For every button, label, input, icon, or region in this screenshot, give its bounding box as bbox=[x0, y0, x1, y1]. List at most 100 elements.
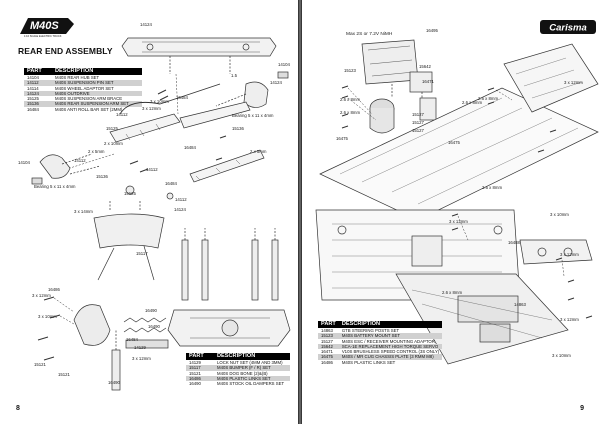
callout: 16490 bbox=[145, 308, 157, 313]
part-description: SCA-1E REPLACEMENT HIGH TORQUE SERVO bbox=[338, 343, 443, 350]
logo-text: Carisma bbox=[549, 22, 587, 33]
table-row: 14129 LOCK NUT SET (4MM AND 3MM) bbox=[186, 360, 290, 365]
callout: 16484 bbox=[184, 145, 196, 150]
callout: 14112 bbox=[74, 158, 86, 163]
part-number: 14129 bbox=[189, 360, 201, 365]
callout: 14104 bbox=[18, 160, 30, 165]
callout: 3 x 12mm bbox=[132, 356, 151, 361]
callout: 2.6 x 8mm bbox=[482, 185, 503, 190]
logo-text: M40S bbox=[30, 20, 59, 32]
callout: 2 x 10mm bbox=[104, 141, 123, 146]
callout: 14124 bbox=[270, 80, 282, 85]
section-title: REAR END ASSEMBLY bbox=[18, 46, 113, 56]
table-row: 14114 M40S WHEEL ADAPTOR SET bbox=[24, 86, 142, 91]
callout: 3 x 14mm bbox=[74, 209, 93, 214]
callout: 15136 bbox=[232, 126, 244, 131]
page-number: 8 bbox=[16, 405, 20, 412]
steering-chassis-diagram bbox=[315, 209, 593, 365]
callout: Bearing 5 x 11 x 4mm bbox=[232, 113, 274, 118]
callout: 15125 bbox=[106, 126, 118, 131]
part-description: M40S ESC / RECEIVER MOUNTING ADAPTOR bbox=[341, 338, 435, 344]
description-column-header: DESCRIPTION bbox=[52, 68, 142, 75]
callout: 3 x 12mm bbox=[142, 106, 161, 111]
callout: Bearing 5 x 11 x 4mm bbox=[34, 184, 76, 189]
callout: 15127 bbox=[412, 120, 424, 125]
callout: 16490 bbox=[108, 380, 120, 385]
callout: 16488 bbox=[508, 240, 520, 245]
callout: 14124 bbox=[174, 207, 186, 212]
binding-gutter bbox=[298, 0, 302, 424]
callout: 3 x 10mm bbox=[550, 212, 569, 217]
part-description: M40S REAR HUB SET bbox=[55, 75, 100, 80]
part-number: 14863 bbox=[321, 328, 333, 333]
m40s-logo: M40S 1:10 SCALE ELECTRIC TRUCK bbox=[20, 18, 74, 38]
callout: 15127 bbox=[412, 112, 424, 117]
callout: 15121 bbox=[34, 362, 46, 367]
callout: 14129 bbox=[134, 345, 146, 350]
logo-subtitle: 1:10 SCALE ELECTRIC TRUCK bbox=[24, 34, 62, 38]
callout: 2.6 x 8mm bbox=[340, 110, 361, 115]
table-row: 15127 M40S ESC / RECEIVER MOUNTING ADAPTO… bbox=[318, 339, 442, 344]
callout: 16484 bbox=[165, 181, 177, 186]
part-description: M40S STOCK OIL DAMPERS SET bbox=[217, 381, 285, 387]
part-number: 15121 bbox=[189, 370, 201, 376]
part-description: M40S / MR CUG CHASSIS PLATE (3 RMM M8) bbox=[338, 354, 443, 360]
part-column-header: PART bbox=[186, 353, 214, 360]
callout: 15123 bbox=[344, 68, 356, 73]
callout: 3 x 12mm bbox=[449, 219, 468, 224]
rear-end-exploded-diagram bbox=[31, 37, 289, 200]
part-number: 15136 bbox=[24, 101, 52, 107]
damper-parts-table: PART DESCRIPTION 14129 LOCK NUT SET (4MM … bbox=[186, 353, 290, 386]
callout: 2.6 x 8mm bbox=[340, 97, 361, 102]
callout: 14112 bbox=[146, 167, 158, 172]
part-description: M40S PLASTIC LINKS SET bbox=[214, 375, 290, 382]
part-number: 15127 bbox=[321, 338, 333, 344]
callout: 14104 bbox=[278, 62, 290, 67]
callout: 15121 bbox=[58, 372, 70, 377]
part-number: 15123 bbox=[318, 333, 339, 339]
part-number: 16486 bbox=[186, 375, 214, 382]
left-page: M40S 1:10 SCALE ELECTRIC TRUCK REAR END … bbox=[0, 0, 298, 424]
part-column-header: PART bbox=[318, 321, 339, 328]
part-number: 15117 bbox=[186, 365, 214, 371]
callout: 14863 bbox=[514, 302, 526, 307]
callout: 14124 bbox=[140, 22, 152, 27]
description-column-header: DESCRIPTION bbox=[214, 353, 290, 360]
callout: 16484 bbox=[176, 95, 188, 100]
part-description: M40S SUSPENSION ARM BRACE bbox=[55, 96, 123, 102]
callout: 2.6 x 8mm bbox=[462, 100, 483, 105]
callout: 16484 bbox=[126, 337, 138, 342]
part-description: M40S BATTERY MOUNT SET bbox=[338, 333, 443, 339]
callout: 14112 bbox=[175, 197, 187, 202]
chassis-electronics-diagram bbox=[319, 39, 599, 214]
part-description: M40S OUTDRIVE bbox=[52, 90, 142, 97]
part-number: 16475 bbox=[318, 354, 339, 360]
page-number: 9 bbox=[580, 405, 584, 412]
callout: 16475 bbox=[448, 140, 460, 145]
part-description: M40S SUSPENSION PIN SET bbox=[52, 80, 142, 86]
callout: 16490 bbox=[148, 324, 160, 329]
part-description: LOCK NUT SET (4MM AND 3MM) bbox=[217, 360, 283, 365]
description-column-header: DESCRIPTION bbox=[338, 321, 443, 328]
part-description: M40S BUMPER (F / R) SET bbox=[214, 365, 290, 371]
part-number: 14114 bbox=[27, 85, 39, 91]
callout: 3 x 10mm bbox=[552, 353, 571, 358]
callout: 15125 bbox=[124, 191, 136, 196]
part-description: M40S WHEEL ADAPTOR SET bbox=[55, 85, 114, 91]
callout: 3 x 10mm bbox=[150, 99, 169, 104]
callout: 3 x 12mm bbox=[560, 317, 579, 322]
callout: 16475 bbox=[336, 136, 348, 141]
callout: 15127 bbox=[412, 128, 424, 133]
